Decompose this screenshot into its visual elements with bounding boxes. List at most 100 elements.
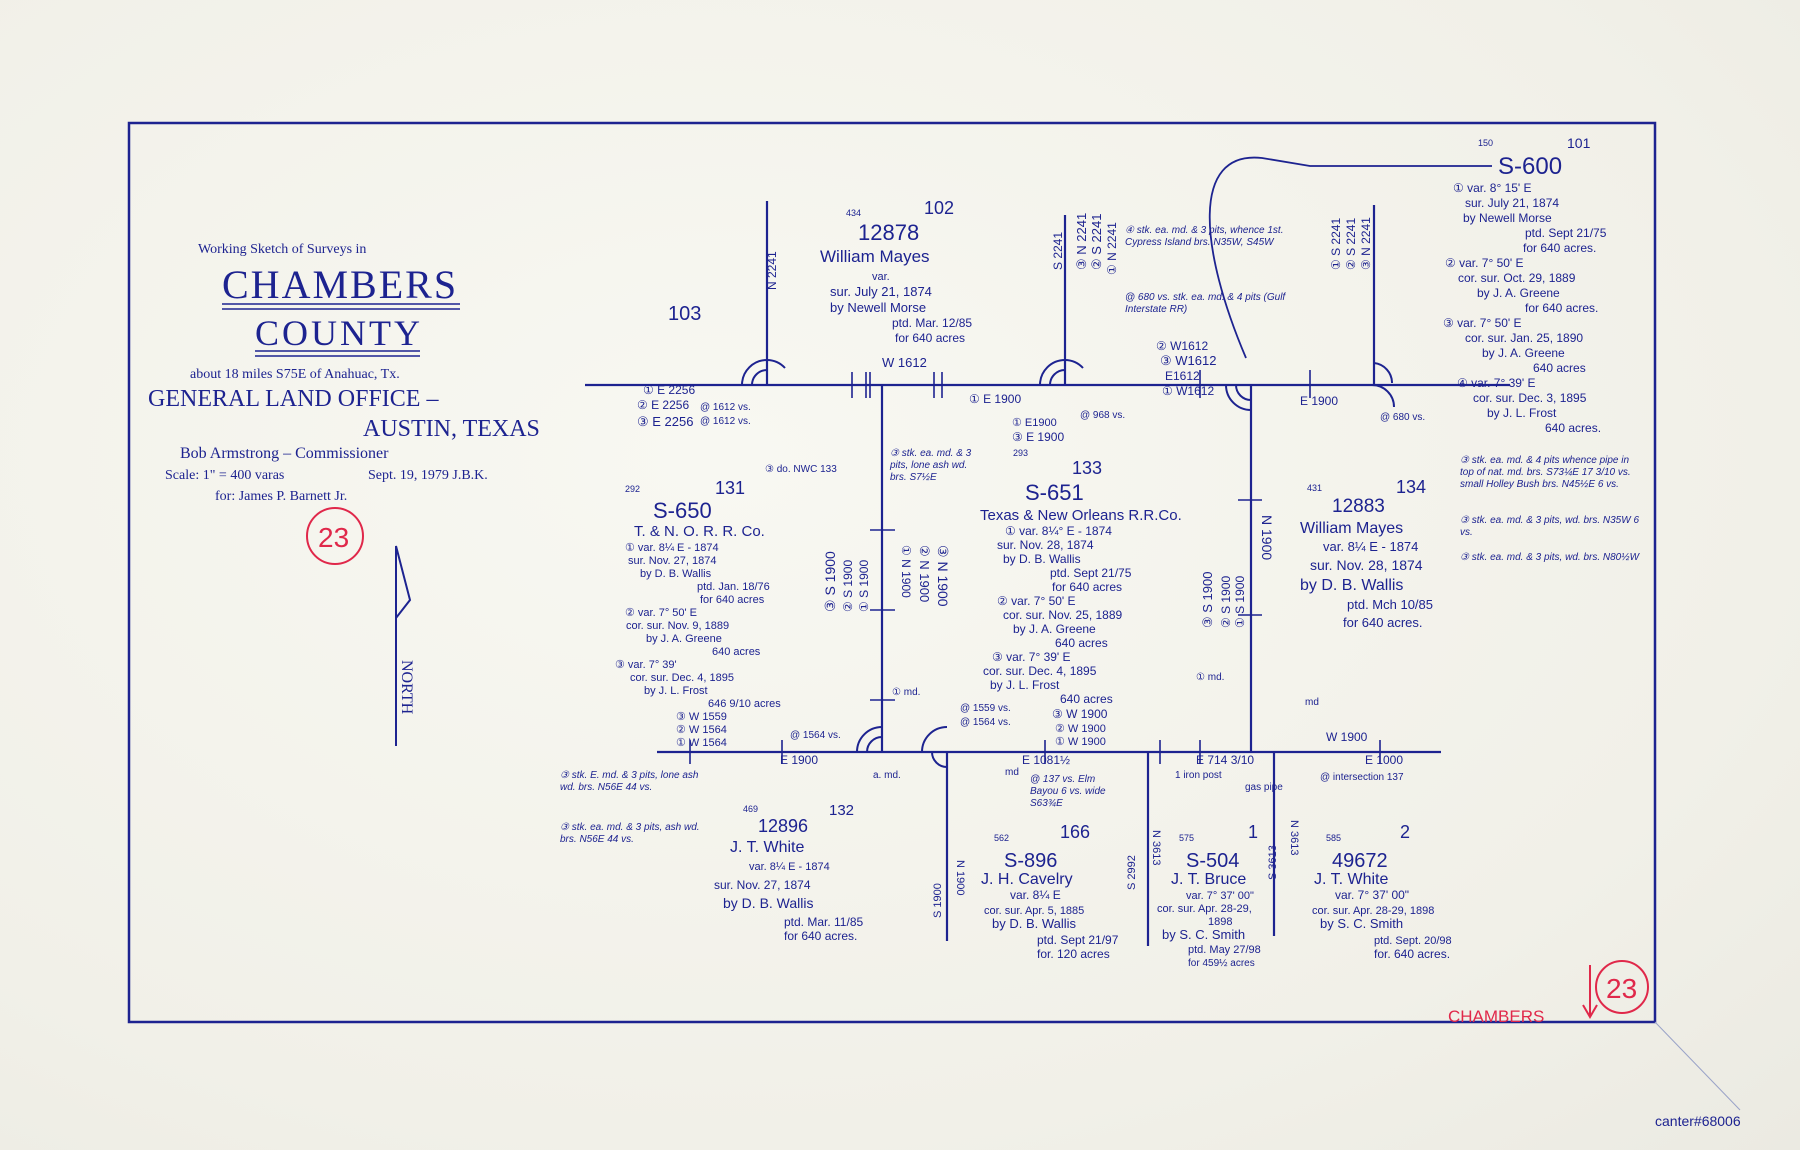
line-call-label: ② S 2241 xyxy=(1344,218,1358,270)
tract-label-line: by J. A. Greene xyxy=(1013,622,1096,636)
tract-label-line: S-896 xyxy=(1004,850,1057,872)
line-call-label: E 1900 xyxy=(780,753,818,767)
tract-label-line: by J. L. Frost xyxy=(644,685,708,697)
location-text: about 18 miles S75E of Anahuac, Tx. xyxy=(190,367,400,382)
commissioner-text: Bob Armstrong – Commissioner xyxy=(180,445,389,462)
sheet-number-stamp-bottom xyxy=(1582,960,1649,1019)
line-call-label: ③ S 1900 xyxy=(822,551,838,612)
line-call-label: ② E 2256 xyxy=(637,398,689,412)
line-call-label: @ 1564 vs. xyxy=(790,730,841,741)
line-call-label: @ 1559 vs. xyxy=(960,703,1011,714)
survey-abstract-number: 575 xyxy=(1179,833,1194,843)
tract-label-line: ② var. 7° 50' E xyxy=(625,607,697,619)
tract-label-line: by J. A. Greene xyxy=(646,633,722,645)
sheet-number-top: 23 xyxy=(318,522,349,553)
tract-label-line: ③ var. 7° 39' xyxy=(615,659,677,671)
tract-label-line: cor. sur. Dec. 4, 1895 xyxy=(630,672,734,684)
line-call-label: ① N 1900 xyxy=(899,545,913,598)
line-call-label: ③ S 1900 xyxy=(1200,572,1215,628)
tract-label-line: by D. B. Wallis xyxy=(1003,552,1081,566)
tract-label-line: ptd. Jan. 18/76 xyxy=(697,581,770,593)
line-call-label: S 1900 xyxy=(932,883,944,918)
tract-label-line: ① var. 8° 15' E xyxy=(1453,181,1532,195)
line-call-label: ① S 1900 xyxy=(857,560,871,612)
tract-label-line: sur. Nov. 28, 1874 xyxy=(1310,557,1423,573)
tract-label-line: ② var. 7° 50' E xyxy=(1445,256,1524,270)
tract-label-line: J. T. Bruce xyxy=(1171,871,1246,888)
line-call-label: @ 1612 vs. xyxy=(700,416,751,427)
tract-label-line: cor. sur. Apr. 28-29, xyxy=(1157,903,1252,915)
line-call-label: ② N 1900 xyxy=(917,545,932,602)
tract-label-line: sur. July 21, 1874 xyxy=(1465,196,1559,210)
tick-marks xyxy=(689,370,1381,764)
tract-label-line: 133 xyxy=(1072,458,1102,478)
line-call-label: S 2241 xyxy=(1051,232,1065,270)
tract-label-line: 12878 xyxy=(858,220,919,245)
tract-label-line: 101 xyxy=(1567,135,1591,151)
line-call-label: ② W 1900 xyxy=(1055,723,1106,735)
tract-label-line: ③ var. 7° 50' E xyxy=(1443,316,1522,330)
tract-label-line: ② var. 7° 50' E xyxy=(997,594,1076,608)
tract-label-line: 2 xyxy=(1400,822,1410,842)
line-call-label: E 1900 xyxy=(1300,394,1338,408)
corner-arcs xyxy=(741,358,1395,768)
line-call-label: ③ N 1900 xyxy=(935,545,951,607)
survey-abstract-number: 293 xyxy=(1013,448,1028,458)
tract-label-line: cor. sur. Oct. 29, 1889 xyxy=(1458,271,1576,285)
tract-label-line: var. 8¼ E xyxy=(1010,888,1061,902)
line-call-label: ③ W 1900 xyxy=(1052,707,1108,721)
line-call-label: @ 968 vs. xyxy=(1080,410,1125,421)
line-call-label: ③ E 1900 xyxy=(1012,430,1064,444)
line-call-label: ① S 1900 xyxy=(1233,576,1247,628)
tract-label-line: cor. sur. Dec. 3, 1895 xyxy=(1473,391,1587,405)
tract-label-line: S-504 xyxy=(1186,850,1239,872)
line-call-label: ② W1612 xyxy=(1156,339,1208,353)
tract-label-line: 131 xyxy=(715,478,745,498)
tract-label-line: 640 acres xyxy=(1055,636,1108,650)
field-note: @ 680 vs. stk. ea. md. & 4 pits (Gulf In… xyxy=(1125,292,1286,315)
tract-label-line: sur. July 21, 1874 xyxy=(830,284,932,299)
tract-label-line: var. 7° 37' 00" xyxy=(1186,890,1254,902)
tract-label-line: cor. sur. Nov. 25, 1889 xyxy=(1003,608,1123,622)
field-note: @ 137 vs. Elm Bayou 6 vs. wide S63¾E xyxy=(1030,774,1106,809)
line-call-label: S 3613 xyxy=(1267,845,1279,880)
tract-label-line: ptd. Sept 21/75 xyxy=(1050,566,1132,580)
tract-label-line: ① W 1564 xyxy=(676,737,727,749)
tract-label-line: for 640 acres xyxy=(1052,580,1122,594)
tract-label-line: ① var. 8¼° E - 1874 xyxy=(1005,524,1112,538)
north-label: NORTH xyxy=(398,660,415,715)
tract-label-line: by S. C. Smith xyxy=(1162,927,1245,942)
tract-label-line: ptd. Sept 21/97 xyxy=(1037,933,1119,947)
tract-label-line: S-650 xyxy=(653,498,712,523)
office-text: GENERAL LAND OFFICE – xyxy=(148,386,439,412)
line-call-label: N 1900 xyxy=(954,860,966,895)
sheet-number-bottom: 23 xyxy=(1606,973,1637,1004)
line-call-label: ① S 2241 xyxy=(1329,218,1343,270)
line-call-label: @ 680 vs. xyxy=(1380,412,1425,423)
tract-label-line: S-651 xyxy=(1025,480,1084,505)
tract-label-line: by J. A. Greene xyxy=(1482,346,1565,360)
tract-label-line: 12883 xyxy=(1332,496,1385,517)
title-line: Working Sketch of Surveys in xyxy=(198,242,366,257)
tract-label-line: var. 8¼ E - 1874 xyxy=(1323,539,1418,554)
north-arrow-flag-icon xyxy=(395,545,412,621)
tract-label-line: ② W 1564 xyxy=(676,724,727,736)
line-call-label: a. md. xyxy=(873,770,901,781)
tract-label-line: 166 xyxy=(1060,822,1090,842)
north-arrow xyxy=(395,545,412,746)
tract-label-line: by D. B. Wallis xyxy=(1300,577,1403,594)
line-call-label: ① N 2241 xyxy=(1105,222,1119,275)
tract-label-line: J. T. White xyxy=(730,839,804,856)
tract-label-line: T. & N. O. R. R. Co. xyxy=(634,523,765,540)
line-call-label: ② S 1900 xyxy=(1219,576,1233,628)
tract-label-line: ③ var. 7° 39' E xyxy=(992,650,1071,664)
line-call-label: md xyxy=(1305,697,1319,708)
city-text: AUSTIN, TEXAS xyxy=(363,416,540,442)
tract-label-line: 640 acres xyxy=(1533,361,1586,375)
field-note: ④ stk. ea. md. & 3 pits, whence 1st. Cyp… xyxy=(1125,225,1284,248)
map-border xyxy=(127,121,1657,1024)
tract-label-line: var. 8¼ E - 1874 xyxy=(749,861,830,873)
line-call-label: N 2241 xyxy=(765,251,779,290)
survey-lines xyxy=(585,156,1510,946)
tract-label-line: var. xyxy=(872,271,890,283)
